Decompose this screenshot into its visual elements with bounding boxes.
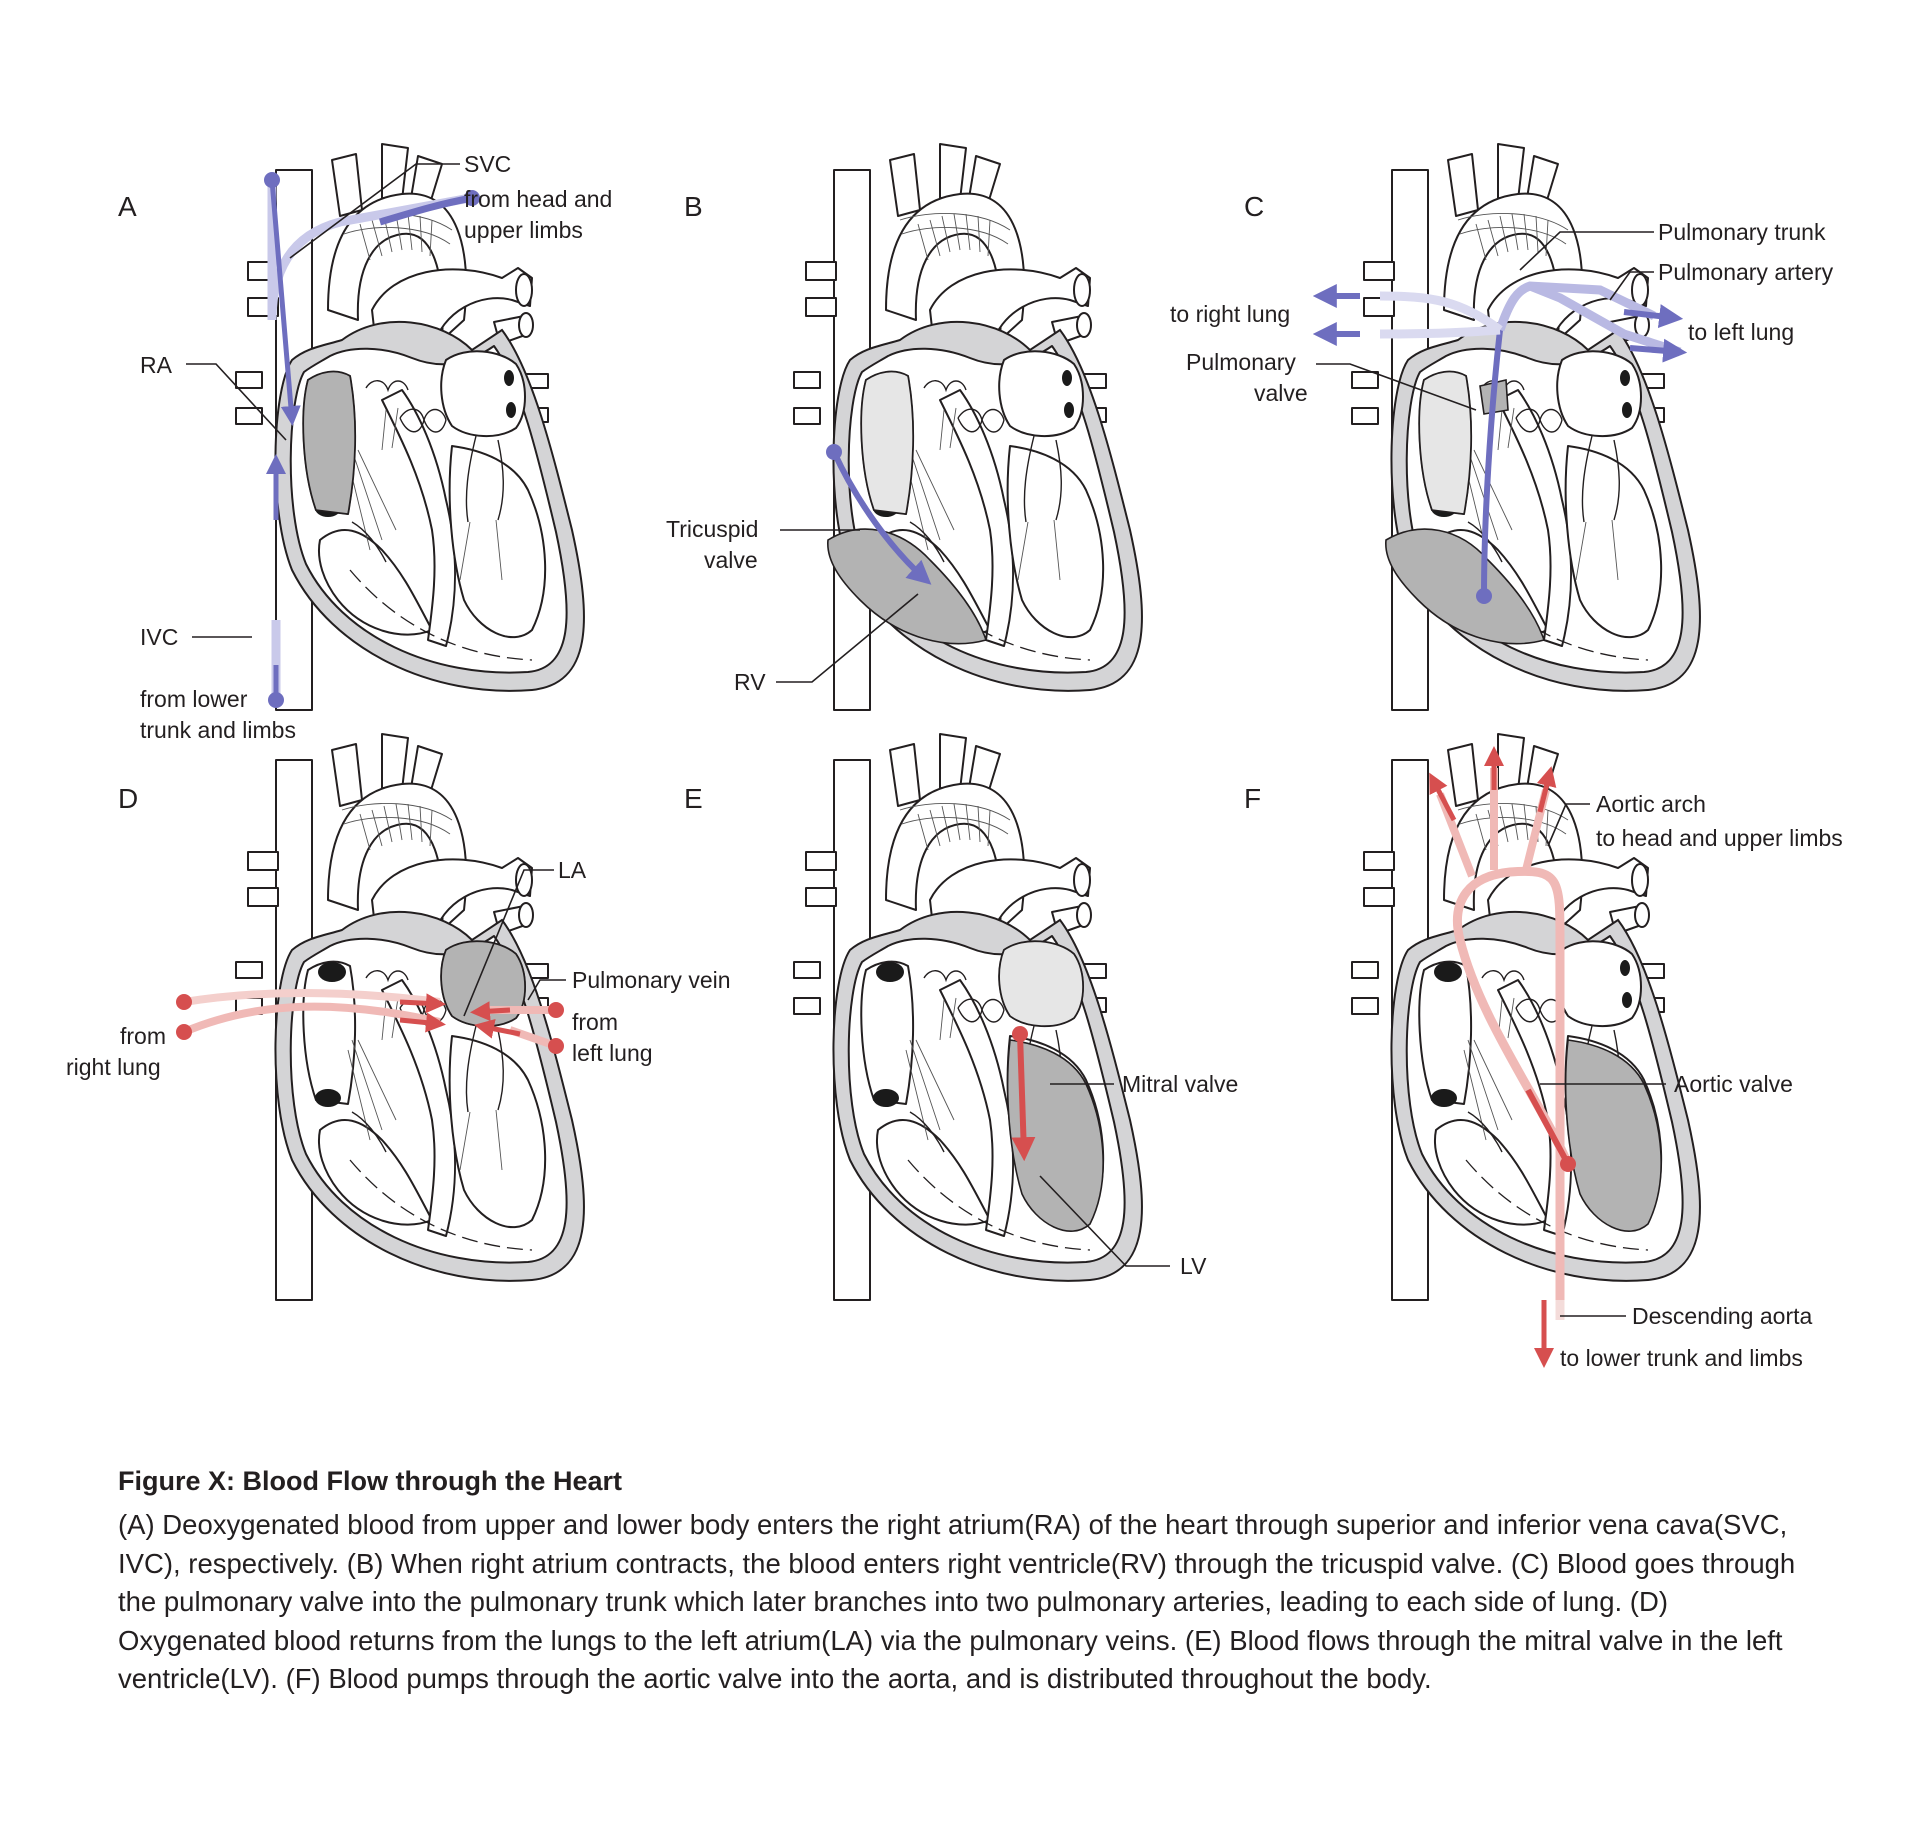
- panel-e: E Mitral valve LV: [684, 733, 1238, 1301]
- label-pulmonary-vein: Pulmonary vein: [572, 967, 731, 993]
- label-pulmonary-artery: Pulmonary artery: [1658, 259, 1834, 285]
- label-ivc: IVC: [140, 624, 178, 650]
- label-mitral-valve: Mitral valve: [1122, 1071, 1238, 1097]
- label-aortic-arch: Aortic arch: [1596, 791, 1706, 817]
- label-from-head-2: upper limbs: [464, 217, 583, 243]
- label-from-right-2: right lung: [66, 1054, 161, 1080]
- mitral-flow-arrow: [1011, 1026, 1036, 1162]
- label-pulmonary-trunk: Pulmonary trunk: [1658, 219, 1826, 245]
- label-to-lower: to lower trunk and limbs: [1560, 1345, 1803, 1371]
- panel-a: A SVC from head and upper limbs RA IVC f…: [118, 143, 612, 743]
- label-svc: SVC: [464, 151, 511, 177]
- label-pulmonary-valve-1: Pulmonary: [1186, 349, 1296, 375]
- ivc-flow-arrow: [266, 454, 286, 708]
- tricuspid-flow-arrow: [826, 444, 932, 585]
- svc-flow-arrow: [264, 172, 480, 426]
- panel-c: C Pulmonary trunk Pulmonary artery to ri…: [1170, 143, 1834, 711]
- label-tricuspid-2: valve: [704, 547, 758, 573]
- panel-letter-d: D: [118, 783, 138, 814]
- label-from-left-2: left lung: [572, 1040, 653, 1066]
- label-ra: RA: [140, 352, 173, 378]
- label-to-head: to head and upper limbs: [1596, 825, 1843, 851]
- panel-letter-b: B: [684, 191, 703, 222]
- right-ventricle-highlight: [1385, 528, 1546, 645]
- panel-f: F Aortic arch to head and upper limbs Ao…: [1244, 733, 1843, 1371]
- caption-title: Figure X: Blood Flow through the Heart: [118, 1466, 622, 1496]
- panel-letter-f: F: [1244, 783, 1261, 814]
- label-to-left-lung: to left lung: [1688, 319, 1794, 345]
- panel-letter-e: E: [684, 783, 703, 814]
- label-rv: RV: [734, 669, 766, 695]
- left-ventricle-highlight: [1006, 1039, 1104, 1232]
- pulmonary-vein-flow-arrows: [176, 989, 564, 1054]
- right-atrium-highlight: [302, 370, 356, 515]
- right-atrium-highlight: [1418, 370, 1472, 515]
- left-ventricle-highlight: [1564, 1039, 1662, 1232]
- label-from-head-1: from head and: [464, 186, 612, 212]
- pulmonary-flow-arrows: [1312, 281, 1688, 604]
- label-descending-aorta: Descending aorta: [1632, 1303, 1812, 1329]
- label-aortic-valve: Aortic valve: [1674, 1071, 1793, 1097]
- panel-d: D LA Pulmonary vein from right lung from…: [66, 733, 731, 1301]
- label-la: LA: [558, 857, 587, 883]
- figure-caption: Figure X: Blood Flow through the Heart (…: [118, 1464, 1818, 1699]
- left-atrium-highlight: [998, 940, 1084, 1027]
- label-tricuspid-1: Tricuspid: [666, 516, 758, 542]
- caption-body: (A) Deoxygenated blood from upper and lo…: [118, 1509, 1796, 1694]
- label-lv: LV: [1180, 1253, 1207, 1279]
- label-pulmonary-valve-2: valve: [1254, 380, 1308, 406]
- label-from-lower-2: trunk and limbs: [140, 717, 296, 743]
- panel-b: B Tricuspid valve RV: [666, 143, 1143, 711]
- label-from-left-1: from: [572, 1009, 618, 1035]
- panel-letter-c: C: [1244, 191, 1264, 222]
- label-from-lower-1: from lower: [140, 686, 248, 712]
- panel-letter-a: A: [118, 191, 137, 222]
- right-atrium-highlight: [860, 370, 914, 515]
- label-to-right-lung: to right lung: [1170, 301, 1290, 327]
- right-ventricle-highlight: [827, 528, 988, 645]
- label-from-right-1: from: [120, 1023, 166, 1049]
- heart-blood-flow-diagram: A SVC from head and upper limbs RA IVC f…: [66, 143, 1843, 1371]
